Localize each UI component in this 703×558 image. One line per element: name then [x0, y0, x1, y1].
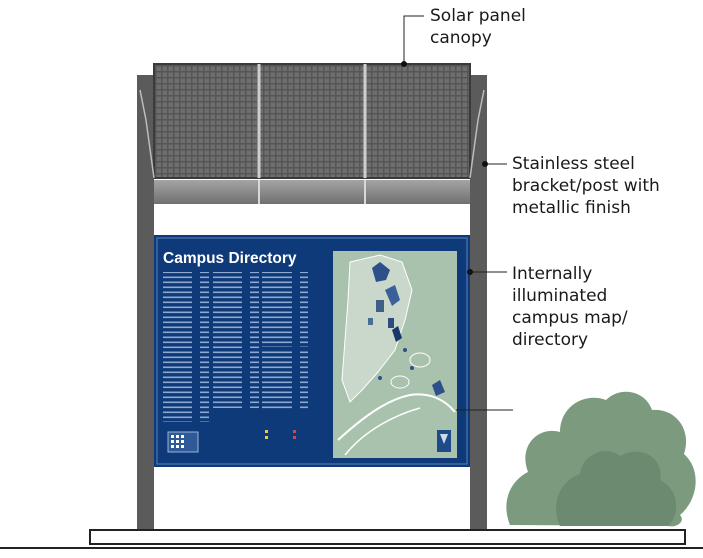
metallic-bracket-bar [154, 180, 470, 204]
left-post [137, 75, 154, 530]
leader-lines [403, 15, 513, 411]
campus-map [333, 251, 457, 458]
left-brace [139, 89, 155, 179]
directory-list-4 [262, 350, 308, 410]
sign-title: Campus Directory [163, 250, 297, 267]
right-brace [469, 89, 485, 179]
shrub [506, 391, 696, 527]
bracket-leader-dot [482, 161, 488, 167]
callout-illuminated-campus-map: Internally illuminated campus map/ direc… [512, 264, 628, 350]
concrete-base [0, 529, 703, 549]
solar-panel-canopy [153, 63, 471, 179]
directory-panel: Campus Directory [154, 235, 470, 467]
directory-list-3 [262, 272, 308, 347]
right-post [470, 75, 487, 530]
callout-stainless-steel-bracket: Stainless steel bracket/post with metall… [512, 154, 660, 218]
directory-list-2 [213, 272, 259, 408]
directory-list-1 [163, 272, 209, 422]
callout-solar-panel-canopy: Solar panel canopy [430, 6, 526, 48]
solar-leader-dot [401, 61, 407, 67]
map-leader-dot [467, 269, 473, 275]
